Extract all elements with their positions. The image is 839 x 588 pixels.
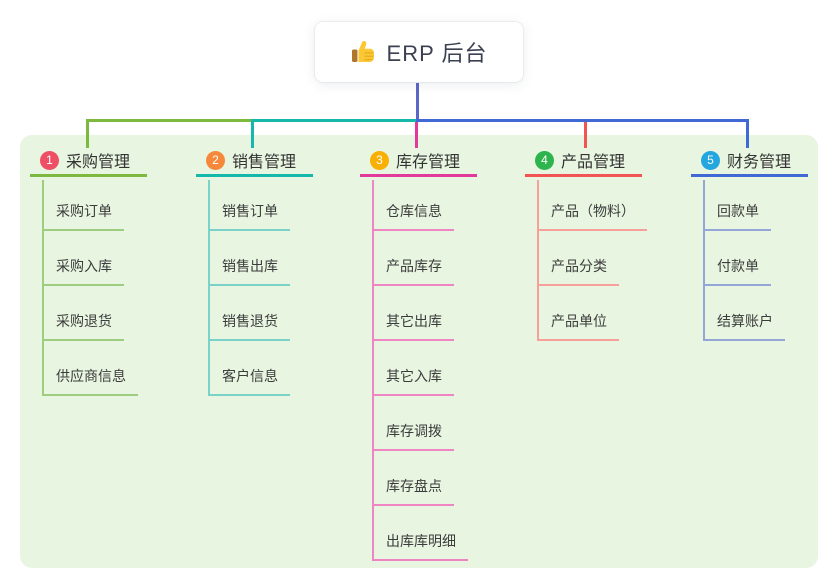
connector-bus-finance (416, 119, 749, 122)
branch-label: 库存管理 (396, 154, 461, 171)
branch-child-connector (537, 180, 539, 341)
node-customer-info[interactable]: 客户信息 (208, 366, 290, 396)
node-sales-return[interactable]: 销售退货 (208, 311, 290, 341)
connector-bus-sales (252, 119, 418, 122)
root-node[interactable]: ERP 后台 (315, 22, 523, 82)
node-stock-taking[interactable]: 库存盘点 (372, 476, 454, 506)
node-other-inbound[interactable]: 其它入库 (372, 366, 454, 396)
node-sales-outbound[interactable]: 销售出库 (208, 256, 290, 286)
node-payment-bill[interactable]: 付款单 (703, 256, 771, 286)
root-title: ERP 后台 (386, 41, 488, 66)
branch-child-connector (372, 180, 374, 561)
connector-stub-inventory (415, 122, 418, 148)
connector-stub-sales (251, 119, 254, 148)
node-settlement-account[interactable]: 结算账户 (703, 311, 785, 341)
node-purchase-inbound[interactable]: 采购入库 (42, 256, 124, 286)
branch-label: 财务管理 (727, 154, 792, 171)
branch-index-badge: 5 (701, 150, 720, 170)
branch-index-badge: 2 (206, 150, 225, 170)
branch-index-badge: 4 (535, 150, 554, 170)
branch-title-inventory[interactable]: 3 库存管理 (360, 146, 477, 177)
node-product-unit[interactable]: 产品单位 (537, 311, 619, 341)
node-receipt-bill[interactable]: 回款单 (703, 201, 771, 231)
connector-stub-product (584, 122, 587, 148)
node-purchase-order[interactable]: 采购订单 (42, 201, 124, 231)
node-warehouse-info[interactable]: 仓库信息 (372, 201, 454, 231)
branch-index-badge: 1 (40, 150, 59, 170)
branch-title-finance[interactable]: 5 财务管理 (691, 146, 808, 177)
branch-label: 采购管理 (66, 154, 131, 171)
branch-child-connector (703, 180, 705, 341)
branch-title-purchase[interactable]: 1 采购管理 (30, 146, 147, 177)
node-other-outbound[interactable]: 其它出库 (372, 311, 454, 341)
node-product-stock[interactable]: 产品库存 (372, 256, 454, 286)
branch-title-product[interactable]: 4 产品管理 (525, 146, 642, 177)
branch-label: 销售管理 (232, 154, 297, 171)
branch-label: 产品管理 (561, 154, 626, 171)
branch-child-connector (42, 180, 44, 396)
node-inout-detail[interactable]: 出库库明细 (372, 531, 468, 561)
branch-title-sales[interactable]: 2 销售管理 (196, 146, 313, 177)
node-product-category[interactable]: 产品分类 (537, 256, 619, 286)
branch-child-connector (208, 180, 210, 396)
connector-root-vertical (416, 82, 419, 120)
branch-index-badge: 3 (370, 150, 389, 170)
node-supplier-info[interactable]: 供应商信息 (42, 366, 138, 396)
connector-stub-finance (746, 119, 749, 148)
connector-bus-purchase (86, 119, 252, 122)
node-product-material[interactable]: 产品（物料） (537, 201, 647, 231)
branches-panel (20, 135, 818, 568)
node-sales-order[interactable]: 销售订单 (208, 201, 290, 231)
node-stock-transfer[interactable]: 库存调拨 (372, 421, 454, 451)
node-purchase-return[interactable]: 采购退货 (42, 311, 124, 341)
thumbs-up-icon (351, 39, 377, 65)
connector-stub-purchase (86, 119, 89, 148)
